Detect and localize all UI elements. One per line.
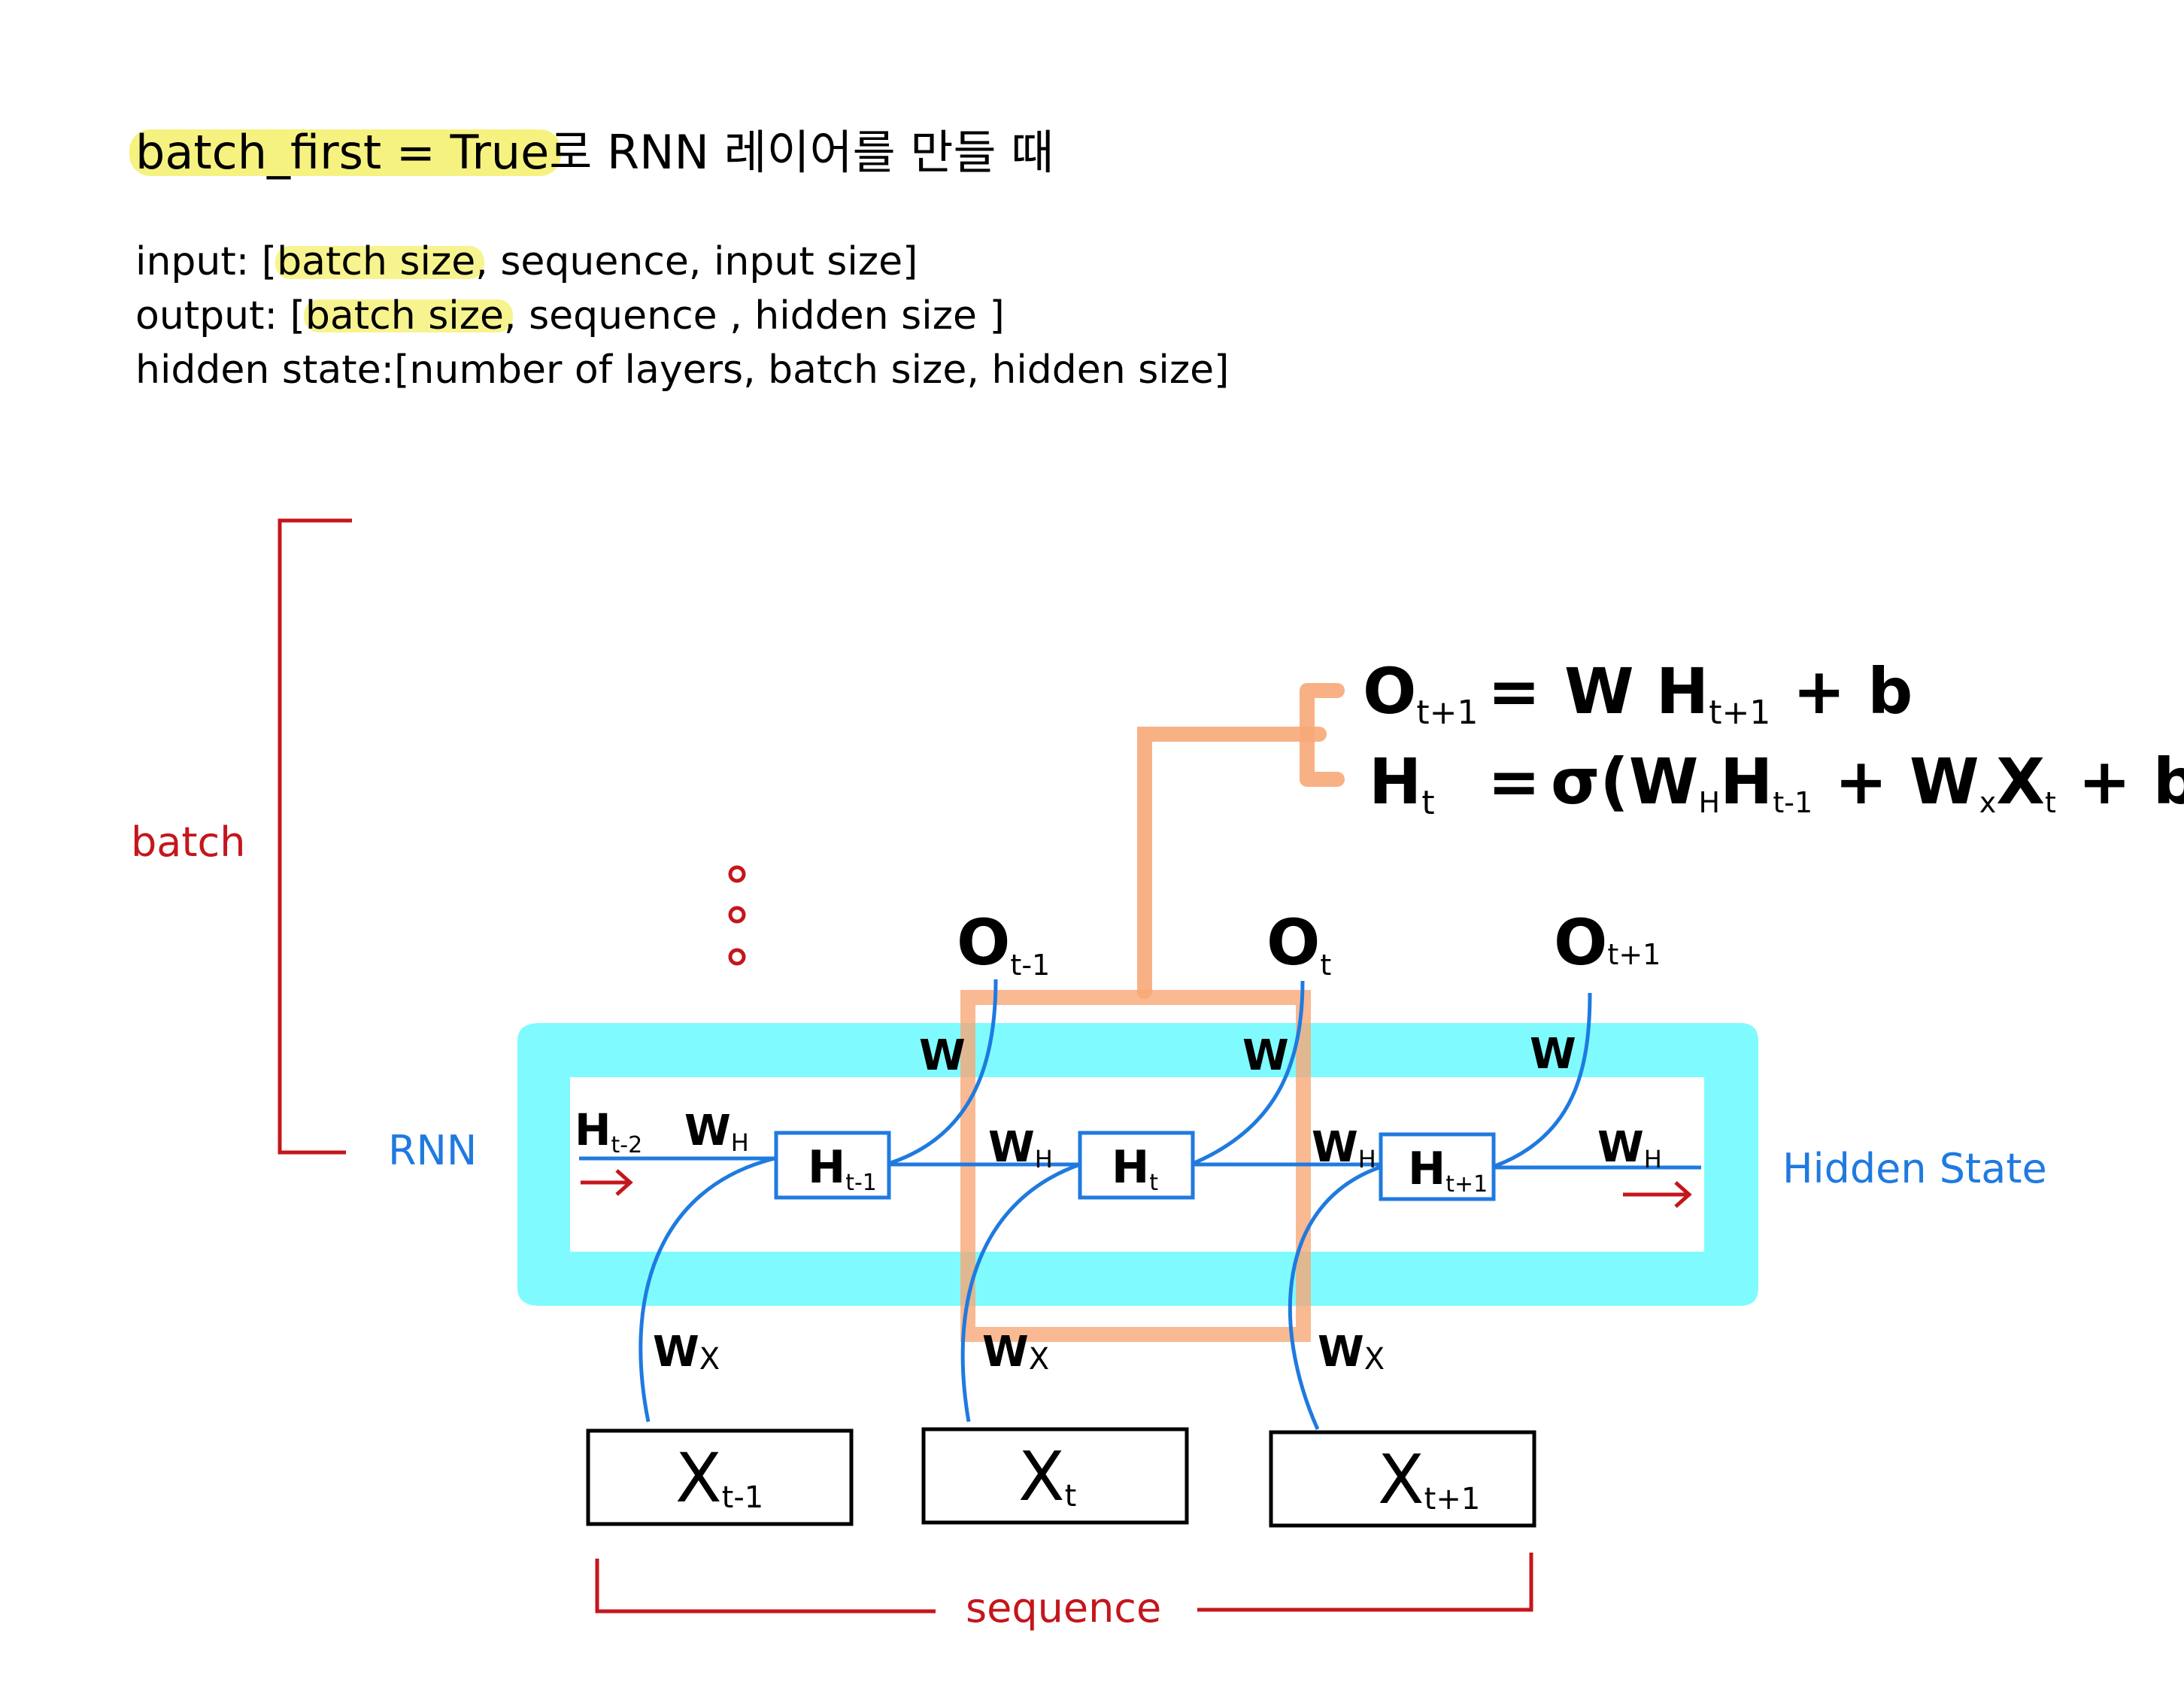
sequence-label: sequence bbox=[966, 1584, 1161, 1632]
rnn-label: RNN bbox=[388, 1127, 477, 1174]
input-prefix: input: [ bbox=[135, 239, 277, 284]
output-curve-3 bbox=[1494, 992, 1592, 1168]
output-highlight bbox=[304, 299, 513, 332]
eq1-eq: = bbox=[1488, 654, 1540, 728]
svg-text:Xt-1: Xt-1 bbox=[675, 1439, 763, 1518]
svg-text:Ht+1: Ht+1 bbox=[1408, 1143, 1488, 1198]
input-main: X bbox=[1018, 1438, 1065, 1516]
hidden-cell-main: H bbox=[808, 1141, 845, 1194]
sequence-bracket-right bbox=[1197, 1553, 1533, 1612]
output-label: Ot bbox=[1266, 906, 1331, 982]
eq2-p1: σ(W bbox=[1551, 745, 1698, 818]
eq2-lhs-sub: t bbox=[1421, 784, 1434, 822]
flow-arrow-left bbox=[581, 1169, 633, 1196]
weight-wx-label: WX bbox=[653, 1328, 720, 1377]
input-box: Xt-1 bbox=[586, 1428, 854, 1526]
timestep-connector bbox=[1137, 727, 1327, 999]
title-highlighted: batch_first = True bbox=[135, 125, 549, 180]
svg-text:Xt: Xt bbox=[1018, 1438, 1076, 1516]
equation-output: Ot+1=W Ht+1 + b bbox=[1363, 654, 1913, 732]
eq1-lhs: O bbox=[1363, 654, 1416, 728]
input-main: X bbox=[675, 1439, 722, 1518]
equation-hidden: Ht=σ(WHHt-1 + WxXt + b) bbox=[1369, 745, 2184, 822]
input-curve-2 bbox=[960, 1162, 1081, 1422]
weight-w-label: W bbox=[1530, 1030, 1576, 1079]
flow-arrow-right bbox=[1623, 1181, 1692, 1208]
input-sub: t+1 bbox=[1424, 1482, 1481, 1516]
output-prefix: output: [ bbox=[135, 293, 305, 339]
output-label: Ot-1 bbox=[957, 906, 1050, 982]
weight-w-label: W bbox=[1242, 1031, 1289, 1080]
eq1-rhs-tail: + b bbox=[1770, 654, 1913, 728]
eq2-p4-sub: t bbox=[2045, 786, 2056, 819]
hidden-cell-main: H bbox=[1112, 1141, 1149, 1194]
input-curve-3 bbox=[1288, 1165, 1380, 1431]
input-sub: t-1 bbox=[722, 1480, 764, 1515]
batch-bracket bbox=[278, 518, 352, 1155]
svg-text:Xt+1: Xt+1 bbox=[1378, 1441, 1480, 1520]
svg-text:Ht: Ht bbox=[1112, 1141, 1158, 1196]
svg-text:Ht-1: Ht-1 bbox=[808, 1141, 877, 1196]
hidden-shape-line: hidden state:[number of layers, batch si… bbox=[135, 348, 1229, 393]
hidden-cell-main: H bbox=[1408, 1143, 1445, 1195]
output-rest: , sequence , hidden size ] bbox=[504, 293, 1005, 339]
hidden-cell-sub: t+1 bbox=[1445, 1171, 1488, 1198]
output-curve-1 bbox=[890, 979, 998, 1165]
weight-wh-label: WH bbox=[988, 1123, 1053, 1173]
input-shape-line: input: [batch size, sequence, input size… bbox=[135, 239, 918, 284]
output-curve-2 bbox=[1194, 980, 1305, 1165]
ellipsis-dot bbox=[728, 948, 746, 966]
hidden-cell: Ht bbox=[1078, 1131, 1195, 1200]
title-rest: 로 RNN 레이어를 만들 때 bbox=[549, 125, 1054, 180]
hidden-cell: Ht+1 bbox=[1379, 1132, 1496, 1201]
eq1-lhs-sub: t+1 bbox=[1416, 694, 1478, 732]
hidden-cell: Ht-1 bbox=[774, 1131, 891, 1200]
input-sub: t bbox=[1065, 1479, 1077, 1513]
sequence-bracket-left bbox=[595, 1559, 936, 1614]
rnn-layer-frame bbox=[517, 1023, 1758, 1306]
eq2-p2-sub: t-1 bbox=[1773, 786, 1812, 819]
input-batch-size: batch size bbox=[277, 239, 475, 284]
hidden-cell-sub: t-1 bbox=[845, 1170, 877, 1196]
eq2-eq: = bbox=[1488, 745, 1540, 818]
eq2-p2: H bbox=[1720, 745, 1773, 818]
h-prev-label: Ht-2 bbox=[575, 1104, 642, 1158]
title: batch_first = True로 RNN 레이어를 만들 때 bbox=[135, 125, 1054, 180]
batch-label: batch bbox=[131, 818, 245, 866]
weight-wh-label: WH bbox=[1597, 1123, 1662, 1173]
eq2-p5: + b) bbox=[2056, 745, 2184, 818]
eq2-p3: + W bbox=[1812, 745, 1979, 818]
eq2-p1-sub: H bbox=[1698, 786, 1720, 819]
title-highlight bbox=[129, 129, 561, 176]
weight-wx-label: WX bbox=[1318, 1328, 1385, 1377]
output-shape-line: output: [batch size, sequence , hidden s… bbox=[135, 293, 1005, 339]
input-highlight bbox=[275, 246, 484, 279]
input-rest: , sequence, input size] bbox=[475, 239, 918, 284]
ellipsis-dot bbox=[728, 865, 746, 883]
equation-bracket bbox=[1300, 683, 1345, 787]
output-batch-size: batch size bbox=[305, 293, 504, 339]
input-main: X bbox=[1378, 1441, 1424, 1520]
eq1-rhs-sub: t+1 bbox=[1709, 694, 1770, 732]
eq1-rhs: W H bbox=[1564, 654, 1709, 728]
input-box: Xt bbox=[921, 1427, 1189, 1525]
ellipsis-dot bbox=[728, 906, 746, 924]
input-curve-1 bbox=[639, 1156, 775, 1422]
hidden-state-label: Hidden State bbox=[1782, 1145, 2047, 1192]
input-box: Xt+1 bbox=[1269, 1430, 1536, 1528]
weight-w-label: W bbox=[919, 1031, 966, 1080]
weight-wh-label: WH bbox=[684, 1107, 749, 1157]
weight-wx-label: WX bbox=[982, 1328, 1049, 1377]
eq2-p4: X bbox=[1996, 745, 2045, 818]
weight-wh-label: WH bbox=[1312, 1123, 1376, 1173]
output-label: Ot+1 bbox=[1554, 906, 1661, 979]
hidden-cell-sub: t bbox=[1149, 1170, 1158, 1196]
eq2-lhs: H bbox=[1369, 745, 1421, 818]
eq2-p3-sub: x bbox=[1979, 786, 1997, 819]
